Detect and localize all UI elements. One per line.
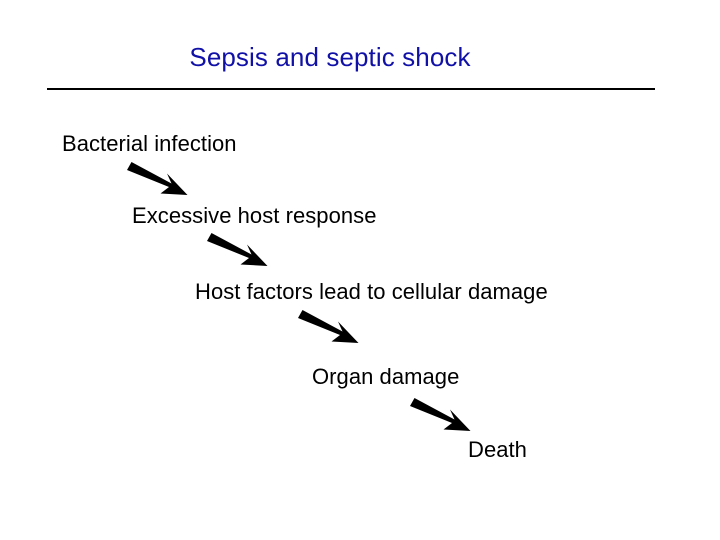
arrow-down-right-icon-3 bbox=[298, 310, 359, 343]
flow-step-excessive-host-response: Excessive host response bbox=[132, 203, 377, 228]
flow-step-bacterial-infection: Bacterial infection bbox=[62, 131, 237, 156]
arrow-down-right-icon-4 bbox=[410, 398, 471, 431]
arrow-down-right-icon-1 bbox=[127, 162, 188, 195]
title-divider bbox=[47, 88, 655, 90]
arrow-down-right-icon-2 bbox=[207, 233, 268, 266]
flow-step-death: Death bbox=[468, 437, 527, 462]
flow-step-organ-damage: Organ damage bbox=[312, 364, 460, 389]
flow-step-host-factors-cellular-damage: Host factors lead to cellular damage bbox=[195, 279, 548, 304]
page-title: Sepsis and septic shock bbox=[189, 42, 471, 72]
